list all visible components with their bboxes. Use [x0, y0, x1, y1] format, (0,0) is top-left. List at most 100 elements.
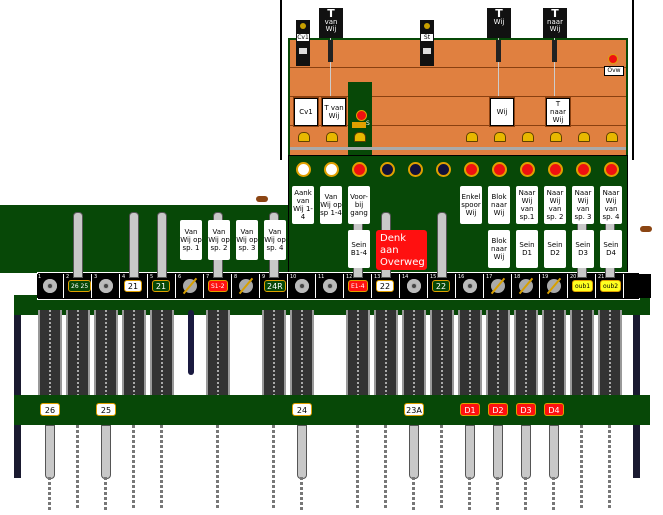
slot-number: 8 [234, 274, 238, 280]
lever-handle[interactable] [129, 212, 139, 278]
crank-right[interactable] [640, 226, 652, 232]
slot-number: 6 [178, 274, 182, 280]
panel-card: Enkel spoor Wij [460, 186, 482, 224]
lever-rod [493, 425, 503, 479]
panel-knob[interactable] [466, 132, 478, 142]
slot-number: 16 [458, 274, 465, 280]
lever-tag: S1-2 [208, 280, 228, 292]
s-label: S [366, 120, 370, 127]
key-icon[interactable] [239, 279, 253, 293]
chain [608, 425, 611, 510]
panel-knob[interactable] [326, 132, 338, 142]
panel-card-t-van-wij: T van Wij [321, 97, 347, 127]
bottom-tag: D4 [544, 403, 564, 416]
signal-t-letter: T [327, 7, 335, 20]
lever-handle[interactable] [437, 212, 447, 278]
lever-rod [465, 425, 475, 479]
lever-slot-8[interactable]: 8 [233, 274, 260, 298]
lever-slot-11: 11 [317, 274, 344, 298]
signal-arm [328, 40, 333, 62]
dark-lever[interactable] [188, 310, 194, 375]
slot-number: 21 [598, 274, 605, 280]
signal-t-letter: T [495, 7, 503, 20]
lever-rod [101, 425, 111, 479]
chain [580, 425, 583, 510]
control-panel [288, 155, 628, 273]
key-icon[interactable] [547, 279, 561, 293]
lever-slot-14: 14 [401, 274, 428, 298]
signal-arm [496, 40, 501, 62]
lever-mechanism [598, 310, 622, 398]
chain [552, 477, 555, 510]
lock-disc-icon [295, 279, 309, 293]
lever-handle[interactable] [157, 212, 167, 278]
left-card: Van Wij op sp. 3 [236, 220, 258, 260]
lever-rod [45, 425, 55, 479]
slot-number: 10 [290, 274, 297, 280]
lever-slot-17[interactable]: 17 [485, 274, 512, 298]
bottom-tag: D1 [460, 403, 480, 416]
chain [300, 477, 303, 510]
lever-mechanism [94, 310, 118, 398]
indicator-lamp-dark [436, 162, 451, 177]
panel-card: Naar Wij van sp. 2 [544, 186, 566, 224]
bottom-tag: 26 [40, 403, 60, 416]
lever-slot-19[interactable]: 19 [541, 274, 568, 298]
key-icon[interactable] [183, 279, 197, 293]
signal-st: St [420, 20, 434, 66]
indicator-lamp-red [520, 162, 535, 177]
lever-mechanism [346, 310, 370, 398]
indicator-lamp-red [604, 162, 619, 177]
chain [468, 477, 471, 510]
panel-knob[interactable] [522, 132, 534, 142]
signal-label: St [421, 34, 433, 41]
lever-mechanism [122, 310, 146, 398]
lever-rod [297, 425, 307, 479]
lever-slot-18[interactable]: 18 [513, 274, 540, 298]
lock-disc-icon [407, 279, 421, 293]
lever-mechanism [570, 310, 594, 398]
chain [496, 477, 499, 510]
right-pole [632, 0, 634, 160]
slot-number: 13 [374, 274, 381, 280]
lever-handle[interactable] [73, 212, 83, 278]
lever-tag: 22 [376, 280, 394, 292]
bottom-tag: D2 [488, 403, 508, 416]
panel-card-t-naar-wij: T naar Wij [545, 97, 571, 127]
panel-card: Voor-bij gang [348, 186, 370, 224]
block-button[interactable] [356, 110, 367, 121]
crank-left[interactable] [256, 196, 268, 202]
slot-number: 3 [94, 274, 98, 280]
slot-number: 14 [402, 274, 409, 280]
panel-knob[interactable] [298, 132, 310, 142]
lever-tag: 21 [124, 280, 142, 292]
panel-knob[interactable] [578, 132, 590, 142]
key-icon[interactable] [491, 279, 505, 293]
lever-slot-6[interactable]: 6 [177, 274, 204, 298]
bottom-tag: 24 [292, 403, 312, 416]
signal-wire [330, 38, 331, 96]
indicator-lamp-white [324, 162, 339, 177]
panel-knob[interactable] [606, 132, 618, 142]
slot-number: 1 [38, 274, 42, 280]
panel-knob[interactable] [550, 132, 562, 142]
ovw-label: Ovw [604, 66, 624, 76]
block-slide [352, 122, 366, 128]
slot-number: 18 [514, 274, 521, 280]
panel-card: Blok naar Wij [488, 186, 510, 224]
slot-number: 9 [262, 274, 266, 280]
slot-number: 7 [206, 274, 210, 280]
key-icon[interactable] [519, 279, 533, 293]
signal-t-letter: T [551, 7, 559, 20]
chain [272, 425, 275, 510]
indicator-lamp-red [548, 162, 563, 177]
chain [524, 477, 527, 510]
panel-card: Naar Wij van sp.1 [516, 186, 538, 224]
lever-mechanism [262, 310, 286, 398]
panel-knob[interactable] [354, 132, 366, 142]
panel-knob[interactable] [494, 132, 506, 142]
signal-indicator [423, 48, 431, 54]
panel-card: Naar Wij van sp. 4 [600, 186, 622, 224]
